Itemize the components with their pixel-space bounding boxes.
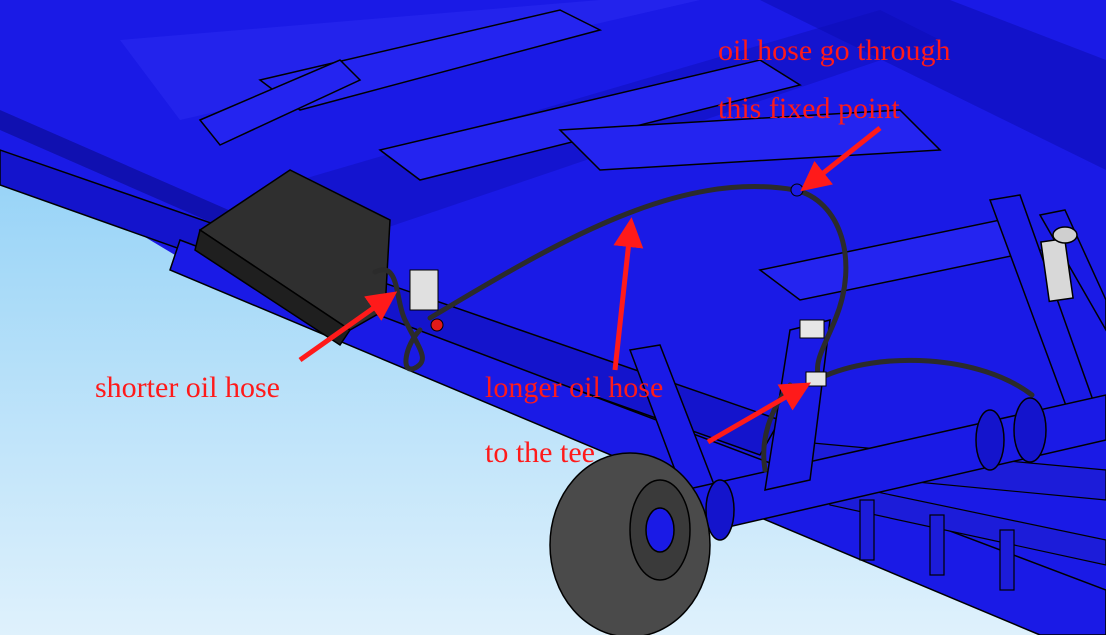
label-fixed-point-line2: this fixed point — [718, 92, 900, 125]
label-fixed-point-line1: oil hose go through — [718, 34, 951, 67]
oil-tank — [194, 169, 391, 347]
label-shorter-hose: shorter oil hose — [95, 371, 280, 404]
shorter-hose-arrow — [298, 291, 398, 363]
annotation-arrows — [298, 126, 882, 445]
hose-fittings — [409, 183, 827, 387]
tee-arrow — [706, 382, 811, 445]
fixed-point-arrow — [800, 126, 882, 192]
label-longer-hose-line1: longer oil hose — [485, 371, 663, 404]
label-longer-hose-line2: to the tee — [485, 436, 595, 469]
shorter-oil-hose — [372, 267, 425, 372]
side-rail-edge — [0, 110, 240, 235]
tee-hose — [817, 357, 1035, 398]
wheel — [549, 452, 711, 635]
longer-hose-arrow — [612, 217, 644, 371]
